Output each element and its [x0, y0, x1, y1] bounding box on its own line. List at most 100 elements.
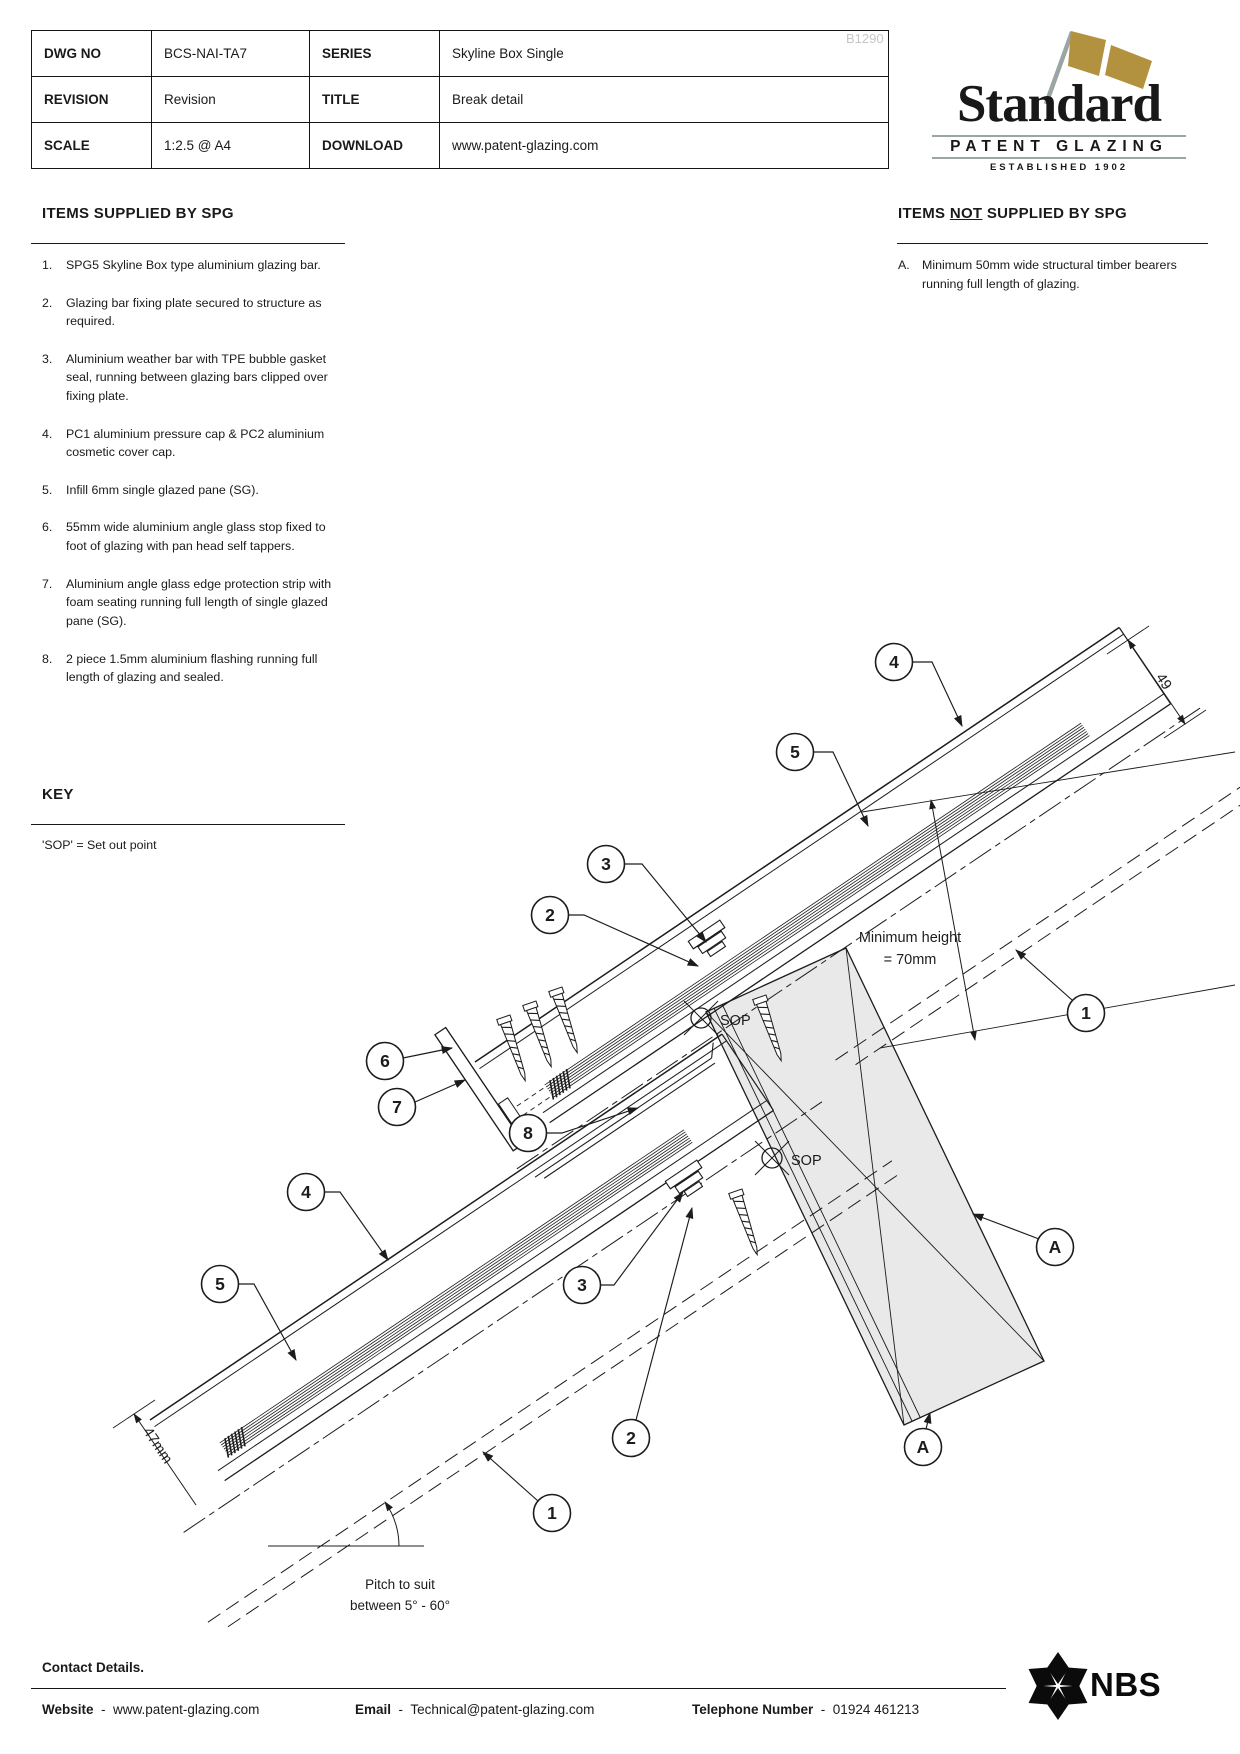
callout-balloon: 2	[611, 1206, 694, 1458]
callout-number: 5	[790, 742, 800, 762]
divider	[897, 243, 1208, 244]
divider	[31, 824, 345, 825]
list-item: 2.Glazing bar fixing plate secured to st…	[42, 295, 322, 329]
dimension-47mm: 47mm	[112, 1399, 197, 1506]
callout-number: 2	[545, 905, 555, 925]
callout-number: 4	[301, 1182, 311, 1202]
logo-tagline: PATENT GLAZING	[950, 138, 1168, 155]
logo-established: ESTABLISHED 1902	[989, 162, 1129, 173]
list-item: 6.55mm wide aluminium angle glass stop f…	[42, 520, 326, 554]
callout-balloon: 1	[482, 1451, 572, 1533]
callout-balloon: A	[971, 1213, 1075, 1267]
divider	[31, 243, 345, 244]
download-label: DOWNLOAD	[309, 122, 440, 169]
pitch-label: between 5° - 60°	[350, 1598, 450, 1613]
list-item: 1.SPG5 Skyline Box type aluminium glazin…	[42, 258, 321, 272]
items-not-supplied-list: A. Minimum 50mm wide structural timber b…	[898, 258, 1177, 291]
key-note: 'SOP' = Set out point	[42, 838, 157, 852]
callout-balloon: 7	[377, 1079, 467, 1127]
nbs-star-icon	[1028, 1652, 1088, 1720]
list-item: 4.PC1 aluminium pressure cap & PC2 alumi…	[42, 426, 325, 460]
series-label: SERIES	[309, 30, 440, 77]
footer-phone: Telephone Number - 01924 461213	[692, 1702, 920, 1717]
min-height-label: = 70mm	[884, 952, 937, 968]
series-value: Skyline Box Single	[439, 30, 889, 77]
callout-number: 2	[626, 1428, 636, 1448]
divider	[31, 1688, 1006, 1689]
dim-47-label: 47mm	[139, 1425, 175, 1467]
dwg-no-label: DWG NO	[31, 30, 152, 77]
items-supplied-heading: ITEMS SUPPLIED BY SPG	[42, 205, 234, 222]
list-item: 3.Aluminium weather bar with TPE bubble …	[42, 351, 328, 404]
glazing-run-lower	[149, 1033, 901, 1628]
self-tapper-screw	[548, 986, 578, 1055]
callout-balloon: 3	[562, 1191, 684, 1305]
callout-number: 1	[1081, 1003, 1091, 1023]
callout-number: 5	[215, 1274, 225, 1294]
list-item: 7.Aluminium angle glass edge protection …	[42, 576, 332, 628]
callout-number: 6	[380, 1051, 390, 1071]
pitch-label: Pitch to suit	[365, 1577, 435, 1592]
company-logo: Standard PATENT GLAZING ESTABLISHED 1902	[928, 24, 1190, 176]
dim-49-label: 49	[1152, 671, 1174, 693]
key-heading: KEY	[42, 786, 74, 803]
logo-wordmark: Standard	[956, 75, 1162, 133]
timber-bearer	[705, 947, 1045, 1426]
callout-number: A	[1049, 1237, 1062, 1257]
callout-balloon: 5	[200, 1264, 297, 1362]
self-tapper-screw	[522, 1000, 552, 1069]
download-value: www.patent-glazing.com	[439, 122, 889, 169]
callout-balloon: 8	[508, 1107, 640, 1153]
revision-label: REVISION	[31, 76, 152, 123]
callout-number: 8	[523, 1123, 533, 1143]
callout-number: 7	[392, 1097, 402, 1117]
nbs-logo: NBS	[1028, 1650, 1178, 1728]
logo-divider	[932, 135, 1186, 137]
title-block: DWG NO BCS-NAI-TA7 SERIES Skyline Box Si…	[31, 30, 889, 169]
items-not-supplied-heading: ITEMS NOT SUPPLIED BY SPG	[898, 205, 1127, 222]
callout-balloon: A	[903, 1411, 943, 1467]
title-label: TITLE	[309, 76, 440, 123]
min-height-label: Minimum height	[859, 930, 961, 946]
callout-balloon: 3	[586, 844, 707, 943]
title-value: Break detail	[439, 76, 889, 123]
footer-website: Website - www.patent-glazing.com	[42, 1702, 260, 1717]
callout-number: 1	[547, 1503, 557, 1523]
self-tapper-screw	[496, 1014, 526, 1083]
callout-balloon: 4	[874, 642, 963, 728]
callout-balloon: 5	[775, 732, 869, 828]
callout-number: 3	[601, 854, 611, 874]
scale-value: 1:2.5 @ A4	[151, 122, 310, 169]
sop-label: SOP	[720, 1013, 751, 1029]
pitch-annotation: Pitch to suit between 5° - 60°	[268, 1501, 450, 1613]
phone-value: 01924 461213	[832, 1702, 920, 1717]
self-tapper-screw	[752, 994, 782, 1063]
set-out-point-marker: SOP	[754, 1140, 822, 1176]
dimension-49: 49	[1106, 625, 1207, 739]
callout-number: 3	[577, 1275, 587, 1295]
fixing-plate-clip	[687, 919, 727, 958]
items-supplied-list: 1.SPG5 Skyline Box type aluminium glazin…	[42, 256, 342, 706]
list-item: 5.Infill 6mm single glazed pane (SG).	[42, 482, 259, 497]
fixing-plate-clip	[664, 1159, 704, 1198]
revision-value: Revision	[151, 76, 310, 123]
contact-details-heading: Contact Details.	[42, 1660, 145, 1675]
scale-label: SCALE	[31, 122, 152, 169]
dimension-min-height: Minimum height = 70mm	[859, 751, 1236, 1049]
logo-divider	[932, 157, 1186, 159]
sop-label: SOP	[791, 1153, 822, 1169]
footer-email: Email - Technical@patent-glazing.com	[355, 1702, 595, 1717]
self-tapper-screw	[728, 1188, 758, 1257]
set-out-point-marker: SOP	[683, 1000, 751, 1036]
callout-number: A	[917, 1437, 930, 1457]
callout-balloon: 1	[1015, 949, 1106, 1033]
list-item: 8.2 piece 1.5mm aluminium flashing runni…	[42, 651, 318, 685]
callout-balloon: 6	[365, 1041, 454, 1081]
watermark: B1290	[846, 31, 884, 46]
dwg-no-value: BCS-NAI-TA7	[151, 30, 310, 77]
website-value: www.patent-glazing.com	[113, 1702, 260, 1717]
glazing-run-upper	[434, 626, 1240, 1170]
flag-icon	[1043, 31, 1152, 105]
email-value: Technical@patent-glazing.com	[410, 1702, 595, 1717]
